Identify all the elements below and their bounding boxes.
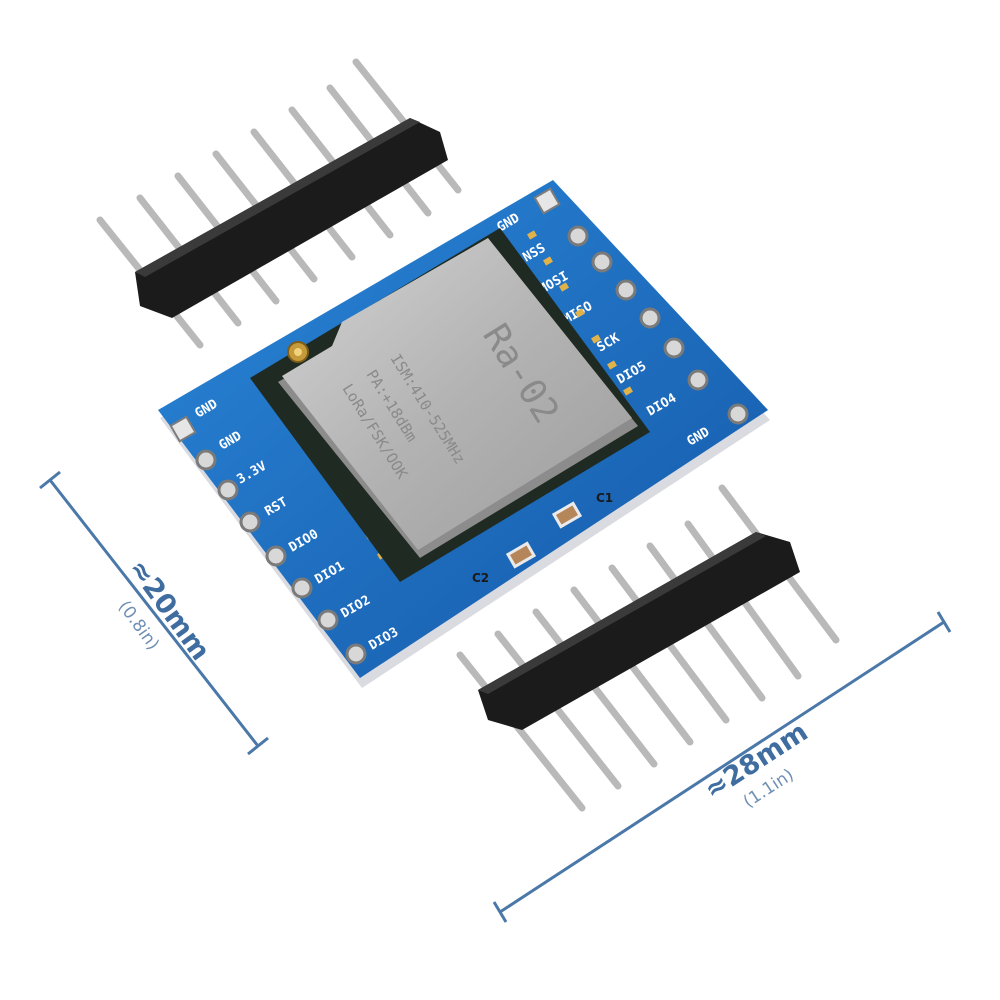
square-pad-left [169, 415, 197, 443]
dimension-width [492, 611, 952, 923]
square-pad-right [533, 187, 561, 215]
c1-label: C1 [596, 491, 613, 505]
capacitor-c1: C1 [551, 491, 613, 529]
pads-right [567, 225, 749, 425]
pads-left [195, 449, 367, 665]
rf-shield [282, 238, 632, 550]
pin-header-bottom [456, 484, 840, 812]
pin-header-top [96, 58, 462, 349]
header-body-top [135, 118, 448, 318]
pcb-board: GND NSS MOSI MISO SCK DIO5 DIO4 GND GND … [158, 180, 770, 688]
capacitor-c2: C2 [472, 541, 537, 585]
dimension-height [39, 470, 269, 756]
c2-label: C2 [472, 571, 489, 585]
header-body-bottom [478, 532, 800, 730]
